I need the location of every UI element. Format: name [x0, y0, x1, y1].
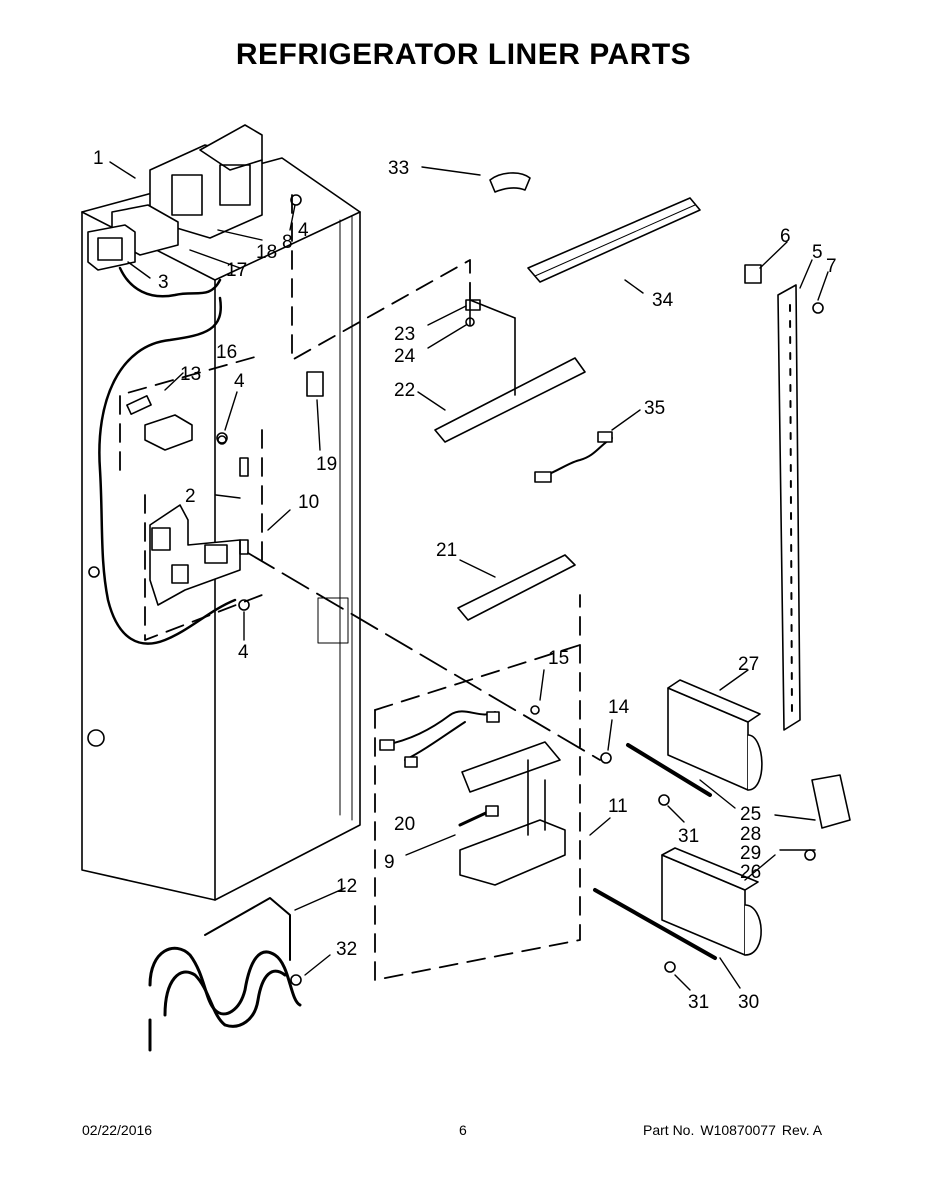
footer-date: 02/22/2016	[82, 1122, 153, 1138]
callout-24: 24	[394, 346, 416, 367]
callout-14: 14	[608, 697, 630, 718]
part-22-bracket	[434, 357, 586, 443]
callout-30: 30	[738, 992, 759, 1013]
footer-part-info: Part No. W10870077 Rev. A	[643, 1122, 828, 1138]
part-11-module	[459, 819, 566, 886]
part-label: Part No.	[643, 1122, 695, 1138]
callout-20: 20	[394, 814, 415, 835]
dashed-assembly-outlines	[119, 194, 581, 981]
callout-12: 12	[336, 876, 357, 897]
part-21-shield	[457, 554, 576, 621]
callout-9: 9	[384, 852, 395, 873]
callout-21: 21	[436, 540, 457, 561]
callout-7: 7	[826, 256, 837, 277]
callout-1: 1	[93, 148, 104, 169]
revision: Rev. A	[781, 1122, 823, 1138]
callout-10: 10	[298, 492, 319, 513]
callout-6: 6	[780, 226, 791, 247]
callout-17: 17	[226, 260, 247, 281]
part-12-coil	[148, 897, 302, 1052]
callout-4b: 4	[234, 371, 245, 392]
callout-32: 32	[336, 939, 357, 960]
callout-31a: 31	[678, 826, 699, 847]
air-tower-housing	[149, 124, 263, 239]
callout-13: 13	[180, 364, 201, 385]
callout-33: 33	[388, 158, 409, 179]
callout-4a: 4	[298, 220, 309, 241]
part-5-rail	[777, 284, 801, 731]
callout-25: 25	[740, 804, 761, 825]
callout-labels: 1 2 3 4 4 4 5 6 7 8 9 10 11 12 13 14 15 …	[93, 148, 837, 1013]
part-number: W10870077	[700, 1122, 776, 1138]
callout-28: 28	[740, 824, 761, 845]
footer-page-number: 6	[459, 1122, 467, 1138]
page-title: REFRIGERATOR LINER PARTS	[235, 38, 692, 71]
callout-26: 26	[740, 862, 761, 883]
liner-cabinet	[81, 157, 361, 901]
callout-31b: 31	[688, 992, 709, 1013]
callout-15: 15	[548, 648, 569, 669]
callout-leaders	[109, 161, 829, 991]
callout-2: 2	[185, 486, 196, 507]
callout-34: 34	[652, 290, 674, 311]
control-box	[149, 457, 250, 611]
callout-27: 27	[738, 654, 759, 675]
part-34-rail	[527, 197, 701, 283]
callout-11: 11	[608, 796, 628, 817]
callout-16: 16	[216, 342, 237, 363]
callout-23: 23	[394, 324, 415, 345]
callout-22: 22	[394, 380, 415, 401]
callout-5: 5	[812, 242, 823, 263]
callout-3: 3	[158, 272, 169, 293]
part-19	[306, 371, 324, 397]
part-3-box	[87, 224, 136, 271]
callout-4c: 4	[238, 642, 249, 663]
callout-19: 19	[316, 454, 337, 475]
callout-35: 35	[644, 398, 665, 419]
wire-harness	[98, 296, 237, 645]
callout-8: 8	[282, 232, 293, 253]
callout-29: 29	[740, 843, 761, 864]
callout-18: 18	[256, 242, 277, 263]
